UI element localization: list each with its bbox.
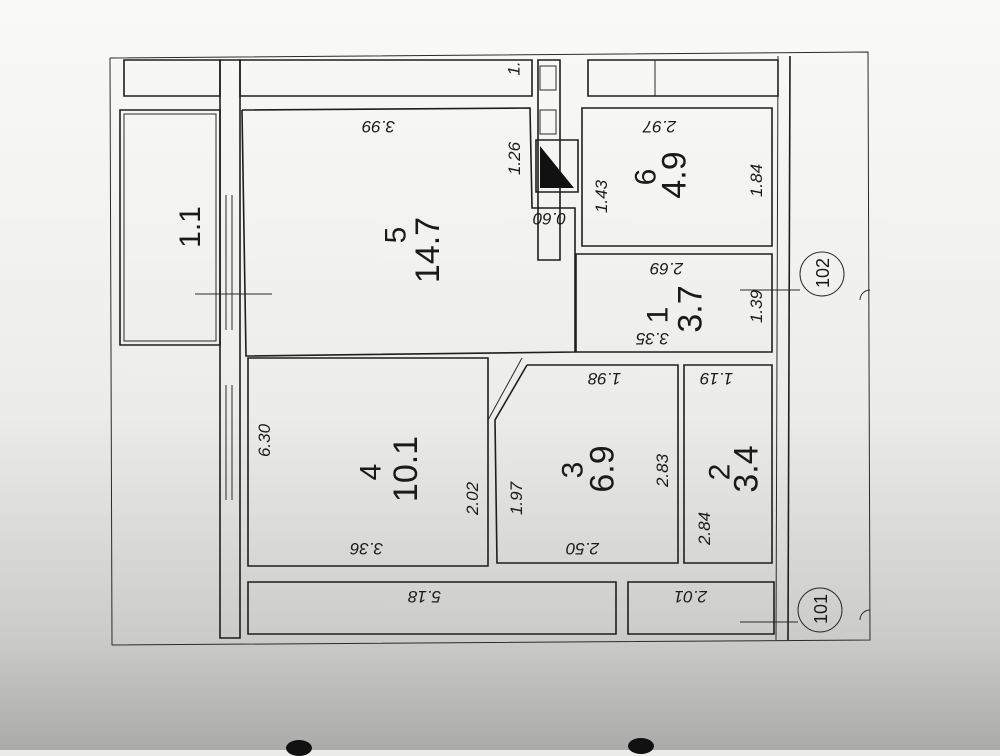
dim-5-18: 5.18 [408,587,442,606]
room-5-area: 14.7 [409,216,448,284]
dim-1-39: 1.39 [747,289,767,324]
dim-2-97: 2.97 [643,117,677,136]
dim-1-98: 1.98 [588,369,622,388]
dim-2-83: 2.83 [653,453,673,488]
corridor-right-walls [628,582,774,634]
dim-2-69: 2.69 [650,259,684,278]
binder-hole-left [286,740,312,756]
room-1-walls [576,254,772,352]
axis-bubble-101 [798,588,842,632]
right-exterior-inner [776,56,778,640]
corridor-walls [248,582,616,634]
room-2-walls [684,365,772,563]
room-3-area: 6.9 [583,445,622,493]
vent-box-small-a [540,66,556,90]
dim-2-50: 2.50 [566,539,600,558]
dim-1-43: 1.43 [592,179,612,214]
axis-bubble-102 [800,252,844,296]
room-4-walls [248,358,488,566]
dim-2-02: 2.02 [463,481,483,516]
room-6-walls [582,108,772,246]
axis-label-101: 101 [811,593,832,625]
dim-top-1: 1. [504,61,524,76]
vent-fill [540,146,574,188]
dim-3-99: 3.99 [362,117,396,136]
dim-1-97: 1.97 [507,481,527,516]
dim-0-60: 0.60 [533,209,567,228]
room-6-area: 4.9 [655,151,694,199]
dim-6-30: 6.30 [255,423,275,458]
room-4-area: 10.1 [387,435,426,503]
edge-arc-bottom [860,610,870,620]
dim-3-36: 3.36 [350,539,384,558]
exterior-wall [220,60,240,638]
dim-1-19: 1.19 [700,369,734,388]
dim-2-84: 2.84 [695,511,715,546]
room-5-number: 5 [379,226,413,244]
vent-box-small-b [540,110,556,134]
room-1-area: 3.7 [671,285,710,333]
vent-box [536,140,578,192]
room-2-area: 3.4 [727,445,766,493]
top-strip-mid [240,60,532,96]
top-strip-left [124,60,220,96]
room-5-walls [242,108,575,356]
shaft-block [538,60,560,260]
room-4-number: 4 [354,463,388,481]
dim-3-35: 3.35 [636,329,670,348]
balcony-inner [124,114,216,341]
dim-1-26: 1.26 [505,141,525,176]
dim-2-01: 2.01 [674,587,708,606]
room-3-walls [495,365,678,563]
dim-1-84: 1.84 [747,163,767,198]
axis-label-102: 102 [813,257,834,289]
binder-hole-right [628,738,654,754]
room-1-number: 1 [641,306,675,324]
top-strip-right [588,60,778,96]
sheet-frame [110,52,870,645]
right-exterior-wall [788,56,790,640]
room-3-door [488,358,522,420]
edge-arc-top [860,290,870,300]
room-label-1-1: 1.1 [173,206,207,248]
